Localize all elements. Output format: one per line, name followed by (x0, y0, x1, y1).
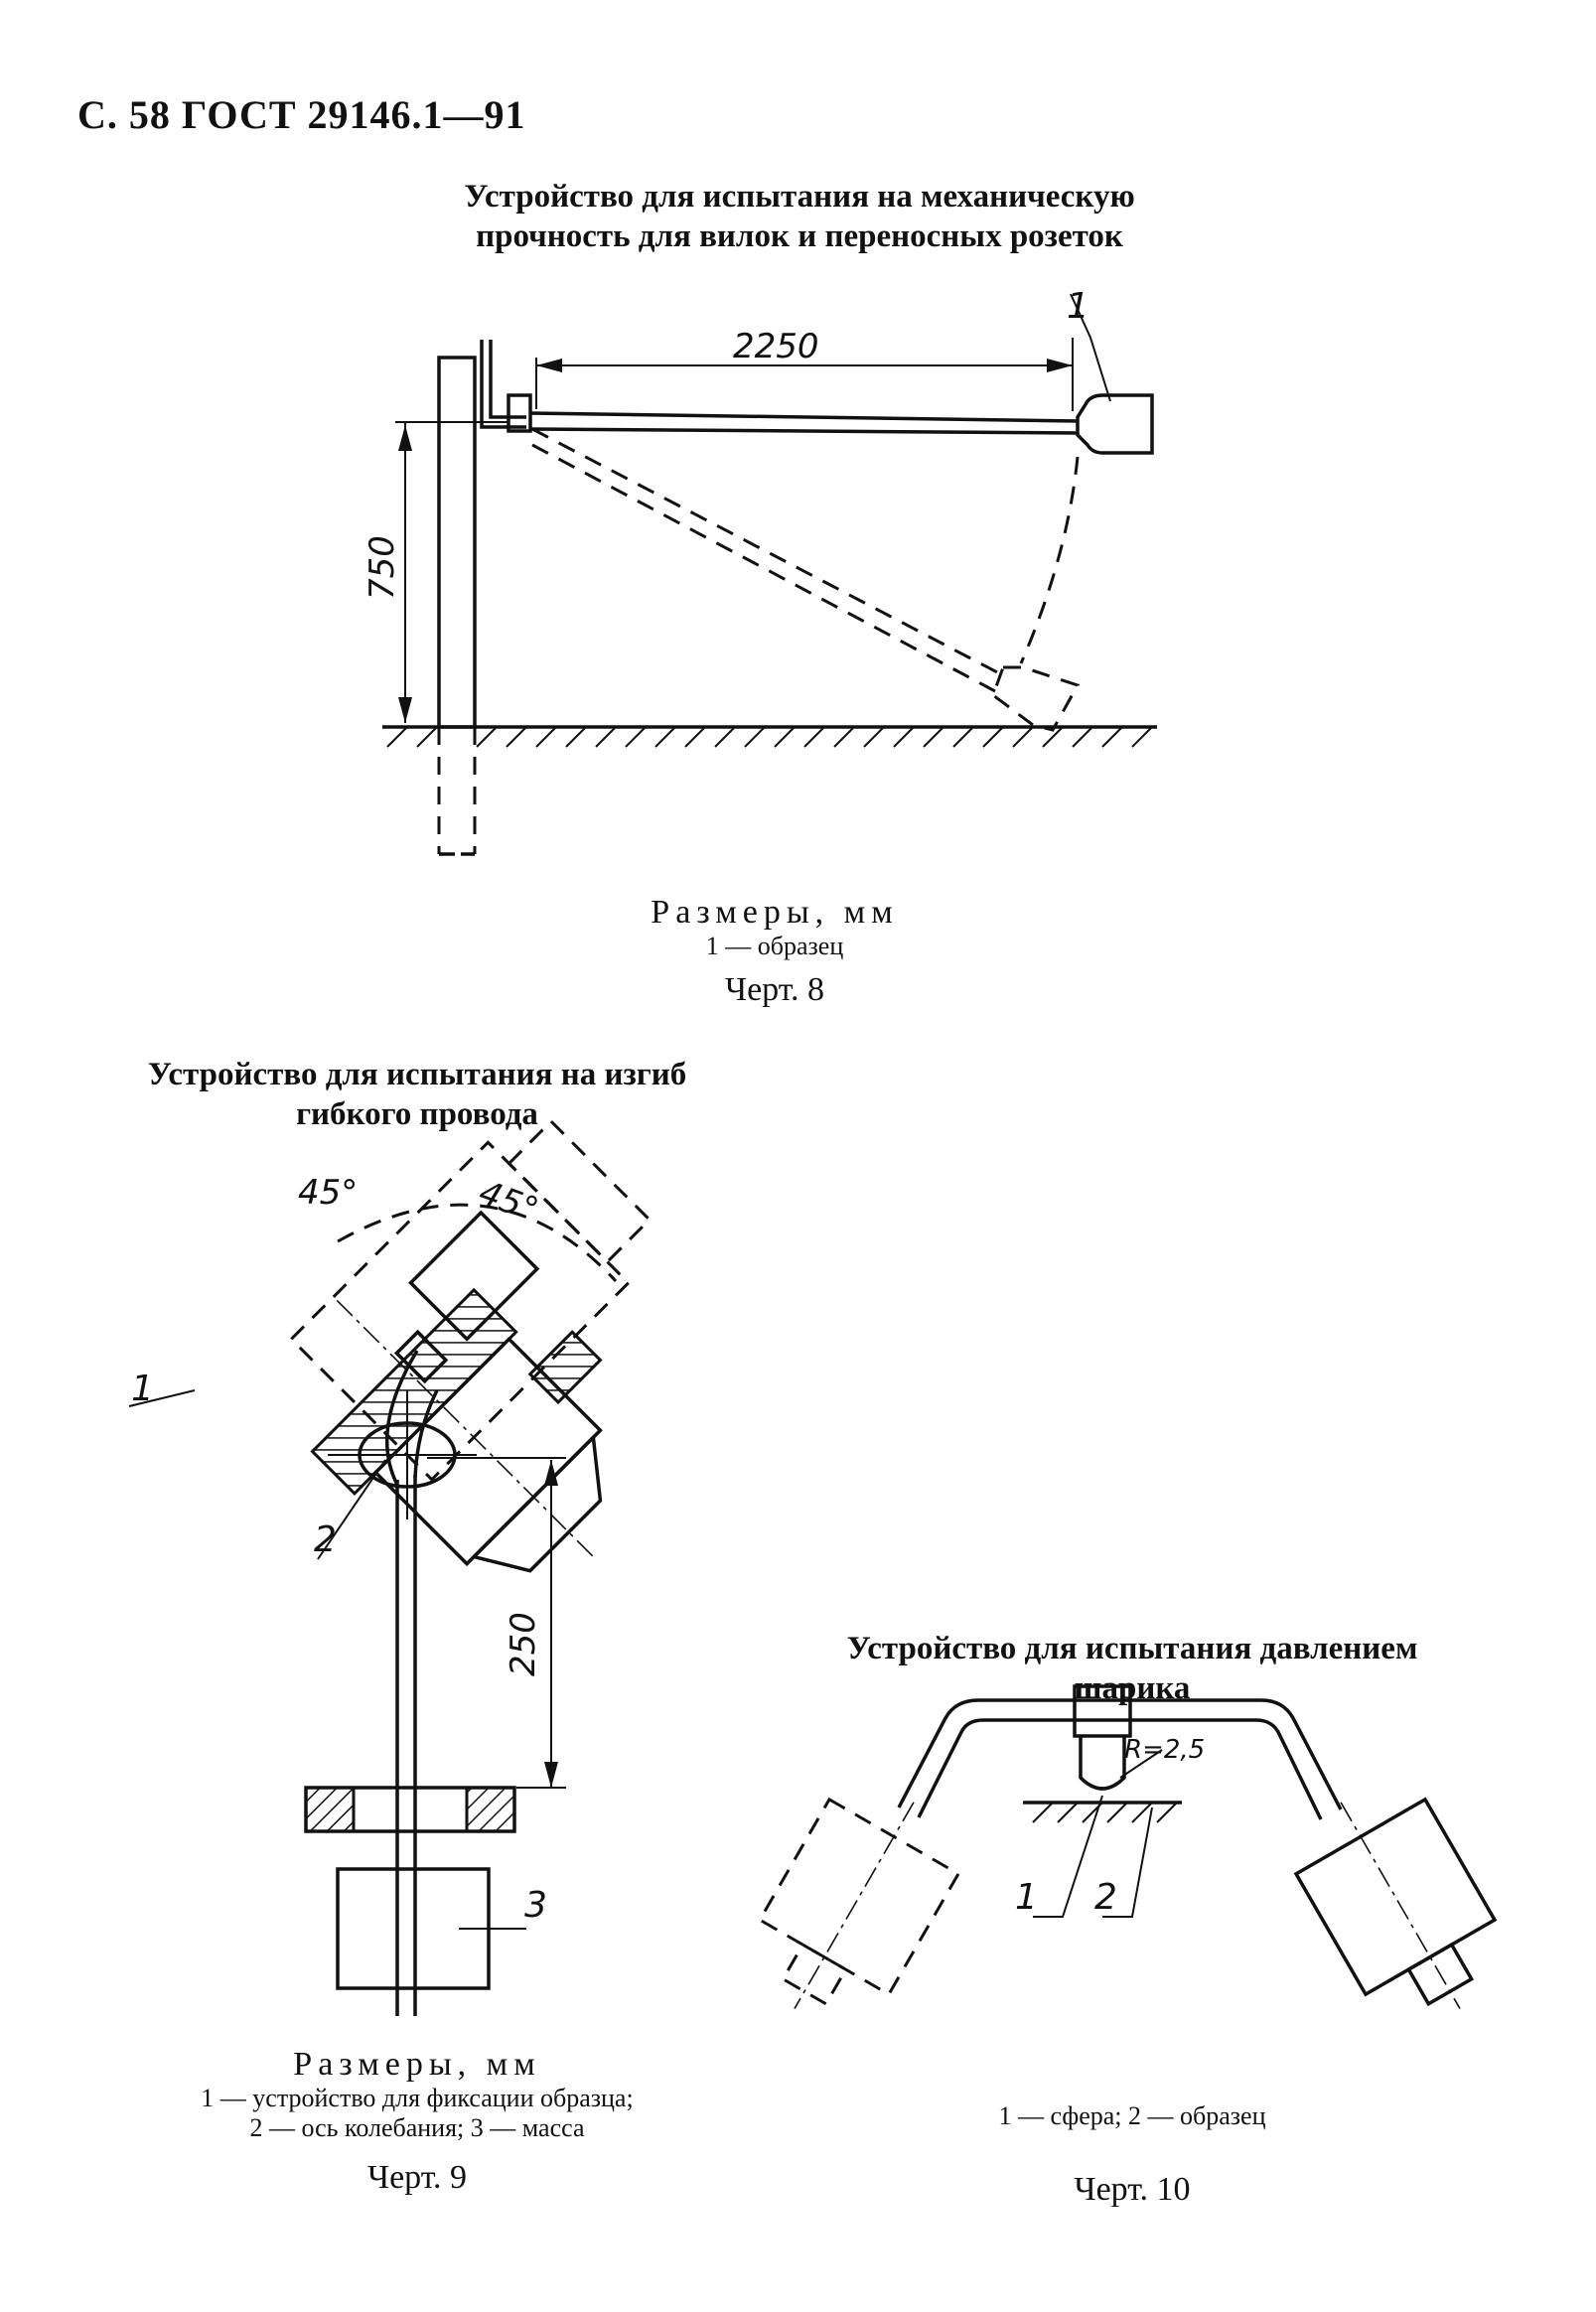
fig10-caption: Черт. 10 (1074, 2171, 1191, 2208)
fig10-ref-2: 2 (1094, 1877, 1117, 1918)
fig10-drawing (757, 1684, 1498, 2009)
fig8-ref-1: 1 (1067, 286, 1089, 327)
fig8-legend: 1 — образец (705, 932, 844, 960)
fig8-ground-hatch (386, 726, 1153, 748)
fig10-caption-block: 1 — сфера; 2 — образец Черт. 10 (814, 2101, 1450, 2209)
fig9-ref-3: 3 (524, 1885, 547, 1926)
fig9-legend-line2: 2 — ось колебания; 3 — масса (249, 2113, 585, 2142)
fig10-radius: R=2,5 (1124, 1735, 1205, 1765)
fig9-title: Устройство для испытания на изгиб гибког… (89, 1055, 745, 1134)
fig10-ref-1: 1 (1015, 1877, 1038, 1918)
fig10-title-line2: шарика (1074, 1670, 1191, 1706)
fig8-title-line1: Устройство для испытания на механическую (464, 179, 1135, 215)
fig8-sizes: Размеры, мм (651, 894, 899, 931)
fig8-caption: Черт. 8 (724, 971, 825, 1008)
fig9-title-line2: гибкого провода (296, 1096, 538, 1132)
fig10-legend: 1 — сфера; 2 — образец (998, 2101, 1266, 2130)
fig8-post (437, 356, 477, 729)
fig8-dim-height: 750 (363, 535, 402, 600)
fig9-ref-1: 1 (131, 1369, 154, 1409)
fig9-legend-line1: 1 — устройство для фиксации образца; (201, 2084, 634, 2112)
fig8-title-line2: прочность для вилок и переносных розеток (476, 218, 1123, 254)
fig9-sizes: Размеры, мм (293, 2046, 541, 2083)
fig9-drawing (128, 1119, 653, 2016)
fig8-drawing (382, 293, 1157, 856)
fig10-title-line1: Устройство для испытания давлением (846, 1631, 1418, 1666)
fig9-dim-length: 250 (504, 1612, 543, 1676)
fig9-title-line1: Устройство для испытания на изгиб (147, 1057, 687, 1092)
fig9-caption: Черт. 9 (366, 2159, 468, 2196)
fig9-ref-2: 2 (314, 1519, 337, 1560)
fig9-angle-right: 45° (474, 1173, 543, 1230)
fig9-caption-block: Размеры, мм 1 — устройство для фиксации … (70, 2046, 765, 2197)
fig9-angle-left: 45° (298, 1173, 358, 1213)
fig8-dim-length: 2250 (733, 327, 819, 366)
fig8-caption-block: Размеры, мм 1 — образец Черт. 8 (477, 894, 1073, 1009)
fig10-title: Устройство для испытания давлением шарик… (755, 1629, 1510, 1708)
fig8-title: Устройство для испытания на механическую… (328, 177, 1271, 256)
page-header: С. 58 ГОСТ 29146.1—91 (77, 92, 526, 137)
fig8-specimen (1076, 393, 1154, 455)
